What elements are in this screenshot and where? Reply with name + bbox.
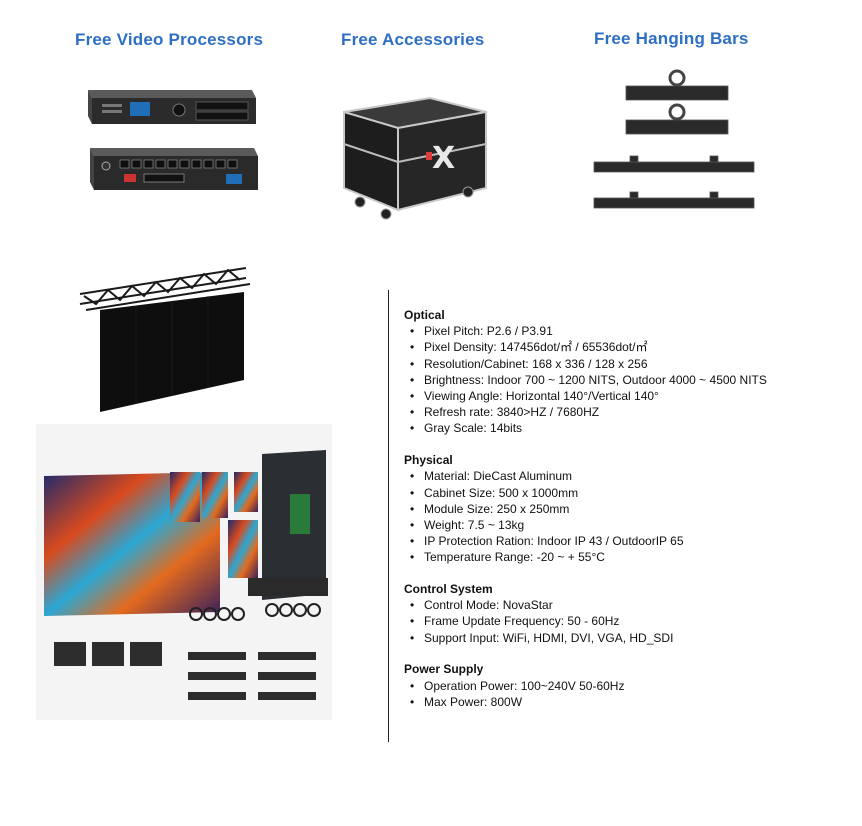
spec-item: Module Size: 250 x 250mm [410, 501, 844, 517]
hanging-bars-image [593, 69, 755, 209]
flight-case-image: X [343, 96, 487, 220]
spec-section: PhysicalMaterial: DieCast AluminumCabine… [404, 452, 844, 566]
spec-item: Material: DieCast Aluminum [410, 468, 844, 484]
spec-section-title: Power Supply [404, 662, 484, 677]
spec-item: IP Protection Ration: Indoor IP 43 / Out… [410, 533, 844, 549]
header-hanging-bars: Free Hanging Bars [594, 29, 749, 48]
spec-item: Cabinet Size: 500 x 1000mm [410, 485, 844, 501]
svg-text:X: X [432, 141, 455, 176]
spec-section: Power SupplyOperation Power: 100~240V 50… [404, 661, 844, 710]
video-processor-image [88, 90, 258, 190]
spec-list: Operation Power: 100~240V 50-60HzMax Pow… [404, 678, 844, 711]
spec-section-title: Physical [404, 453, 453, 468]
spec-section: OpticalPixel Pitch: P2.6 / P3.91Pixel De… [404, 307, 844, 437]
truss-led-wall-image [79, 267, 251, 412]
spec-item: Pixel Pitch: P2.6 / P3.91 [410, 323, 844, 339]
spec-item: Support Input: WiFi, HDMI, DVI, VGA, HD_… [410, 630, 844, 646]
vertical-divider [388, 290, 389, 742]
spec-item: Operation Power: 100~240V 50-60Hz [410, 678, 844, 694]
header-video-processors: Free Video Processors [75, 30, 264, 49]
spec-item: Weight: 7.5 ~ 13kg [410, 517, 844, 533]
spec-section-title: Control System [404, 582, 493, 597]
spec-item: Viewing Angle: Horizontal 140°/Vertical … [410, 388, 844, 404]
spec-list: Material: DieCast AluminumCabinet Size: … [404, 468, 844, 565]
spec-item: Gray Scale: 14bits [410, 420, 844, 436]
spec-item: Brightness: Indoor 700 ~ 1200 NITS, Outd… [410, 372, 844, 388]
led-panel-kit-image [36, 424, 332, 720]
spec-item: Refresh rate: 3840>HZ / 7680HZ [410, 404, 844, 420]
spec-item: Control Mode: NovaStar [410, 597, 844, 613]
specifications: OpticalPixel Pitch: P2.6 / P3.91Pixel De… [404, 307, 844, 725]
spec-section-title: Optical [404, 308, 445, 322]
spec-item: Pixel Density: 147456dot/㎡ / 65536dot/㎡ [410, 339, 844, 355]
spec-item: Max Power: 800W [410, 694, 844, 710]
spec-item: Temperature Range: -20 ~ + 55°C [410, 549, 844, 565]
spec-list: Control Mode: NovaStarFrame Update Frequ… [404, 597, 844, 646]
spec-section: Control SystemControl Mode: NovaStarFram… [404, 581, 844, 646]
spec-item: Resolution/Cabinet: 168 x 336 / 128 x 25… [410, 356, 844, 372]
header-accessories: Free Accessories [341, 30, 485, 49]
spec-list: Pixel Pitch: P2.6 / P3.91Pixel Density: … [404, 323, 844, 437]
spec-item: Frame Update Frequency: 50 - 60Hz [410, 613, 844, 629]
